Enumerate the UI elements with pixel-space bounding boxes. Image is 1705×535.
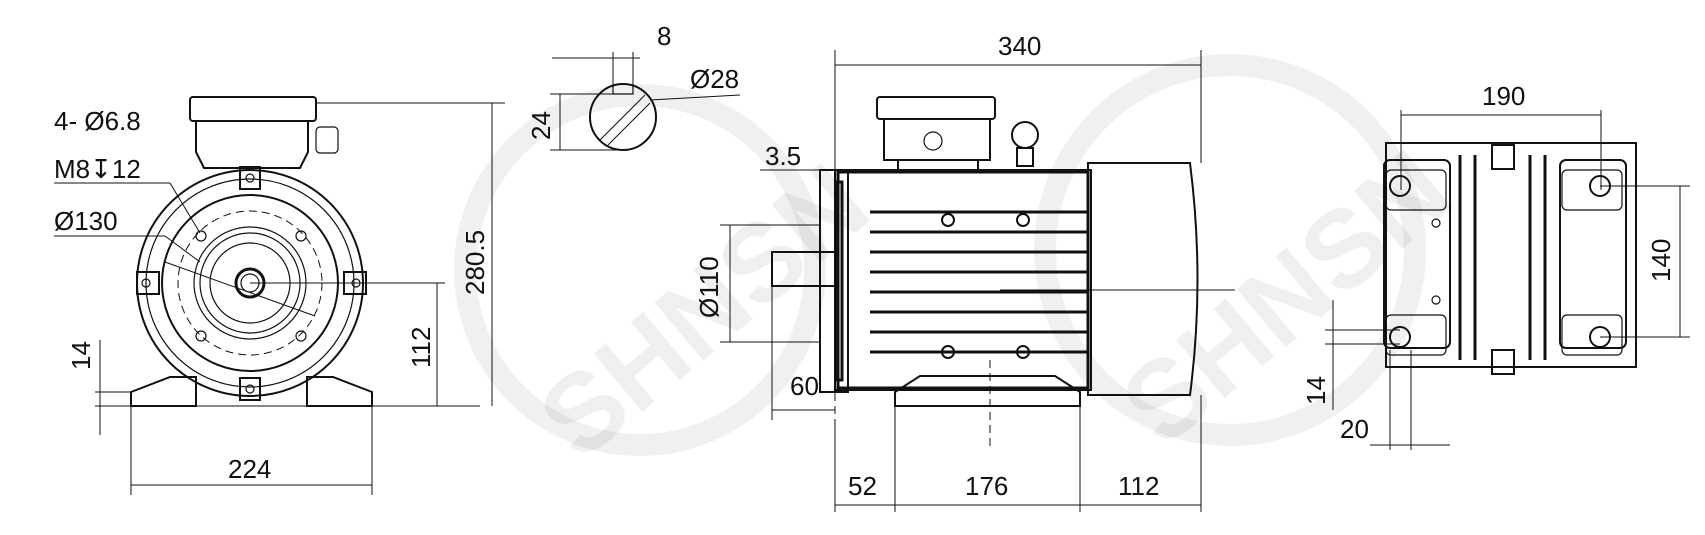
shaft-section [550,52,741,151]
top-foot-spacing-label: 140 [1646,239,1676,282]
thread-label: M8↧12 [54,154,141,184]
cooling-fins [870,210,1088,354]
shaft-height-label: 112 [406,327,436,368]
overall-length-label: 340 [998,31,1041,61]
foot-offset-label: 52 [848,471,877,501]
overall-height-label: 280.5 [460,230,490,295]
mounting-holes [136,166,367,401]
holes-label: 4- Ø6.8 [54,106,141,136]
front-dimensions [54,102,505,495]
flange-thickness-label: 3.5 [765,141,801,171]
key-height-label: 24 [526,111,556,140]
shaft-length-label: 60 [790,371,819,401]
pcd-label: Ø130 [54,206,118,236]
key-width-label: 8 [657,21,671,51]
side-view [771,96,1199,450]
slot-length-label: 20 [1340,414,1369,444]
side-dimensions [720,50,1235,512]
top-foot-width-label: 190 [1482,81,1525,111]
top-dimensions [1325,110,1690,450]
front-view [130,96,373,407]
foot-width-label: 224 [228,454,271,484]
foot-thickness-label: 14 [66,341,96,370]
shaft-diameter-label: Ø28 [690,64,739,94]
spigot-diameter-label: Ø110 [694,256,724,318]
top-fins [1458,155,1547,360]
slot-width-label: 14 [1301,376,1331,405]
rear-offset-label: 112 [1118,471,1159,501]
foot-spacing-label: 176 [965,471,1008,501]
top-view [1383,142,1637,375]
